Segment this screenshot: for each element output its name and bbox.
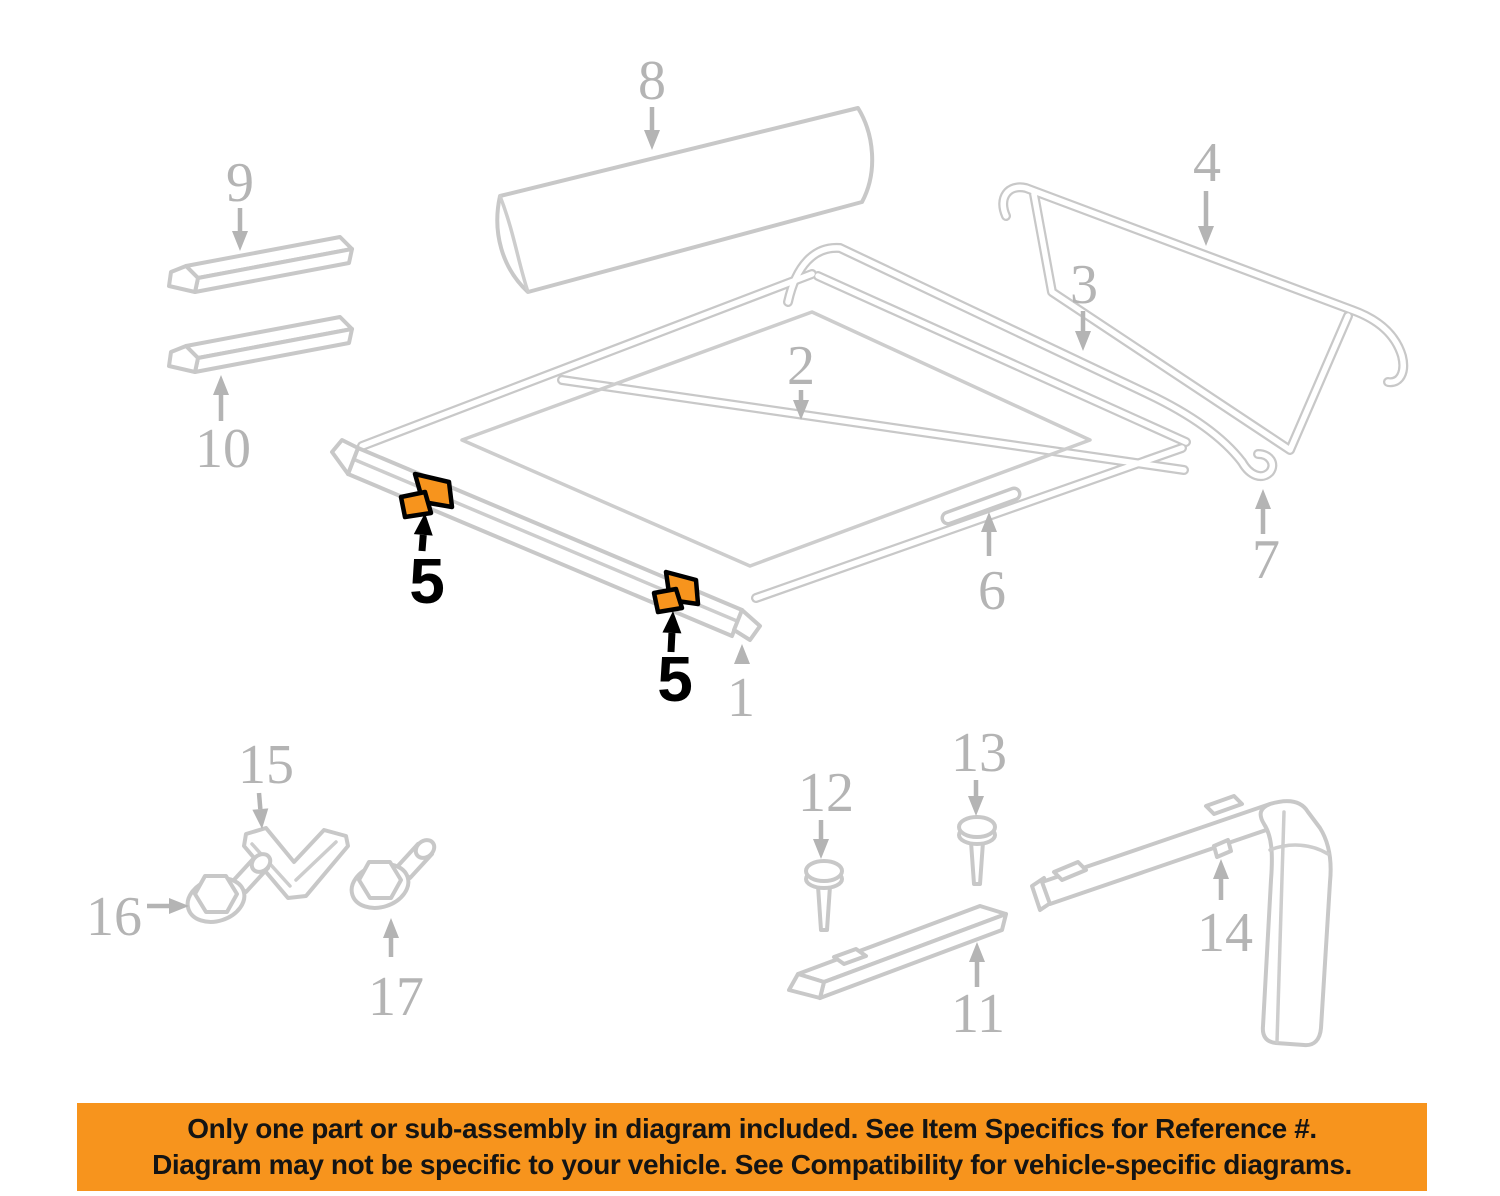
callout-number-5-5: 5 — [657, 643, 693, 715]
part-12-pin — [804, 859, 844, 932]
callout-arrowhead-16 — [169, 898, 189, 914]
callout-arrowhead-15 — [252, 808, 269, 829]
callout-number-16-16: 16 — [86, 886, 142, 948]
callout-number-15-15: 15 — [238, 734, 294, 796]
callout-number-13-13: 13 — [951, 722, 1007, 784]
part-5-clip-right — [651, 569, 701, 615]
callout-number-14-14: 14 — [1197, 902, 1253, 964]
part-17-bolt — [349, 838, 437, 910]
callout-arrow-5 — [667, 632, 676, 653]
callout-arrowhead-7 — [1255, 489, 1271, 509]
callout-arrowhead-2 — [793, 400, 809, 420]
callout-arrowhead-5 — [662, 611, 682, 634]
bow-3-tube — [783, 242, 1247, 467]
callout-arrowhead-3 — [1075, 331, 1091, 351]
callout-arrowhead-14 — [1213, 859, 1229, 879]
tube-frames — [357, 182, 1409, 603]
part-1-header — [330, 438, 762, 642]
callout-number-17-17: 17 — [368, 966, 424, 1028]
callout-number-10-10: 10 — [195, 418, 251, 480]
deck-inner-panel — [460, 310, 1092, 568]
rail-sleeve-core — [944, 490, 1018, 522]
callout-number-2-1: 2 — [787, 335, 815, 397]
disclaimer-line-1: Only one part or sub-assembly in diagram… — [187, 1113, 1317, 1144]
bow-3-hook-core — [1239, 451, 1276, 479]
callout-number-11-11: 11 — [951, 983, 1005, 1045]
disclaimer-line-2: Diagram may not be specific to your vehi… — [152, 1149, 1352, 1180]
callout-number-7-7: 7 — [1252, 529, 1280, 591]
bow-2-tube-core — [559, 377, 1187, 473]
callout-number-4-3: 4 — [1193, 132, 1221, 194]
part-14-frame — [1030, 794, 1333, 1048]
callout-number-9-9: 9 — [226, 152, 254, 214]
callout-arrowhead-10 — [213, 375, 229, 395]
part-5-clip-left — [398, 471, 455, 520]
deck-back-right-edge-core — [815, 273, 1189, 445]
part-9-bar — [167, 235, 354, 294]
callout-arrowhead-6 — [981, 512, 997, 532]
callout-arrowhead-11 — [969, 942, 985, 962]
callout-arrowhead-17 — [383, 918, 399, 938]
callout-number-12-12: 12 — [798, 762, 854, 824]
part-8-panel — [495, 106, 875, 294]
part-16-bolt — [185, 852, 273, 924]
deck-back-left-edge-core — [359, 271, 815, 449]
frame-4-top-core — [1000, 184, 1406, 385]
callout-arrowhead-8 — [644, 130, 660, 150]
callout-number-8-8: 8 — [638, 50, 666, 112]
callout-arrowhead-12 — [813, 839, 829, 859]
part-10-bar — [167, 315, 354, 374]
highlighted-clips — [398, 471, 701, 615]
frame-4-side-core — [1031, 191, 1351, 453]
callout-number-1-0: 1 — [727, 667, 755, 729]
callout-number-6-6: 6 — [978, 560, 1006, 622]
callout-arrow-5 — [418, 534, 427, 552]
solid-parts — [167, 106, 1333, 1048]
callout-arrowhead-4 — [1198, 226, 1214, 246]
callout-number-5-4: 5 — [409, 545, 445, 617]
part-11-rail — [787, 904, 1008, 1000]
callout-arrowhead-13 — [968, 796, 984, 816]
bow-3-tube-core — [785, 245, 1245, 465]
callout-arrowhead-5 — [413, 513, 433, 536]
part-8-end-curve — [498, 194, 530, 294]
callout-arrowhead-1 — [734, 644, 750, 664]
disclaimer-banner: Only one part or sub-assembly in diagram… — [77, 1103, 1427, 1191]
callout-number-3-2: 3 — [1070, 254, 1098, 316]
part-13-pin — [957, 815, 997, 886]
side-rail-tube-core — [753, 445, 1185, 601]
callout-arrow-15 — [256, 792, 263, 810]
callout-arrowhead-9 — [232, 231, 248, 251]
